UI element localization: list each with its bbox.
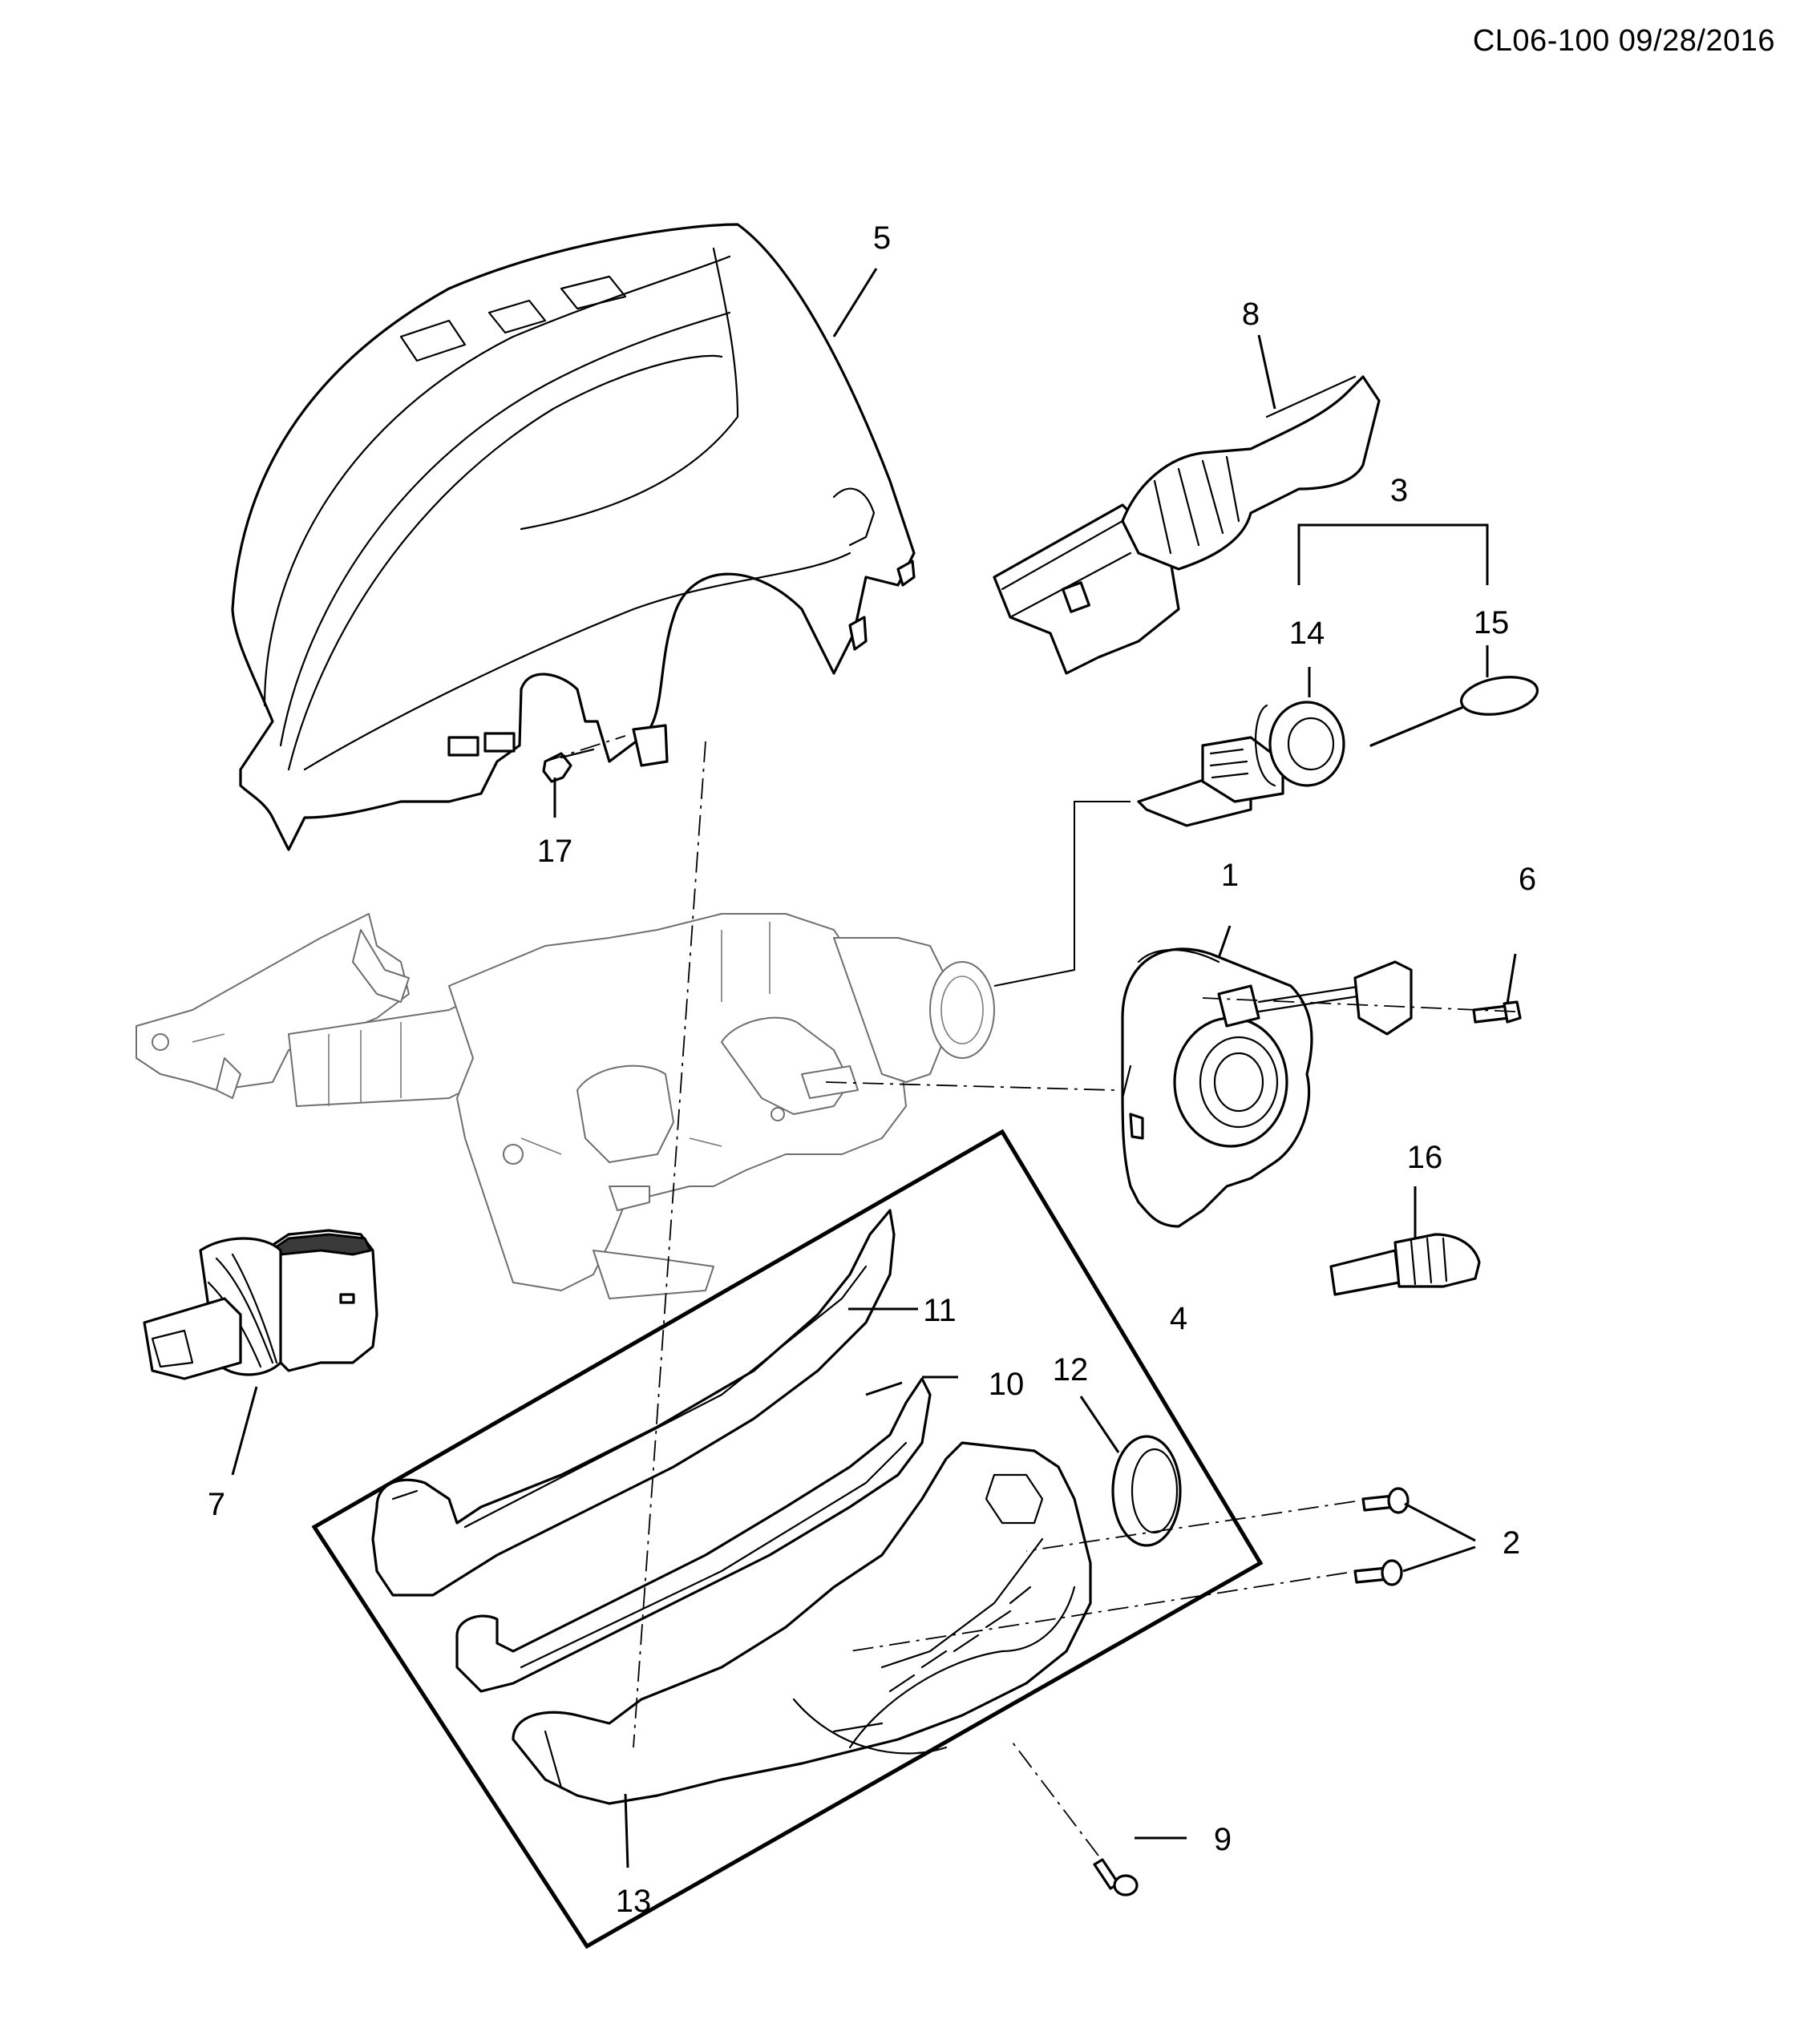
callout-5: 5 xyxy=(873,220,891,256)
callout-4: 4 xyxy=(1170,1301,1187,1336)
diagram-code-label: CL06-100 09/28/2016 xyxy=(1472,24,1775,58)
part-9-screw[interactable] xyxy=(1093,1858,1139,1897)
callout-8: 8 xyxy=(1242,297,1260,332)
callout-9: 9 xyxy=(1214,1822,1232,1857)
part-13-lower-cover[interactable] xyxy=(512,1441,1092,1805)
part-10-trim-strip[interactable] xyxy=(455,1377,932,1693)
part-4-kit-frame xyxy=(311,1129,1264,1949)
part-14-lock-cylinder[interactable] xyxy=(1137,701,1345,827)
part-11-trim-strip[interactable] xyxy=(371,1209,896,1597)
part-1-clock-spring[interactable] xyxy=(1121,947,1413,1228)
callout-2: 2 xyxy=(1503,1525,1520,1561)
part-16-connector[interactable] xyxy=(1329,1233,1481,1296)
callout-6: 6 xyxy=(1519,862,1536,897)
part-12-ring[interactable] xyxy=(1111,1435,1182,1547)
callout-labels: 5 8 3 14 15 17 1 6 16 11 4 12 10 7 2 9 1… xyxy=(208,220,1536,1919)
callout-11: 11 xyxy=(923,1293,957,1328)
part-5-upper-cover[interactable] xyxy=(231,223,916,851)
leader-lines xyxy=(231,268,1517,1868)
callout-17: 17 xyxy=(537,834,573,869)
callout-16: 16 xyxy=(1407,1140,1443,1175)
callout-10: 10 xyxy=(989,1367,1025,1402)
callout-12: 12 xyxy=(1053,1352,1089,1388)
part-15-key[interactable] xyxy=(1369,672,1540,747)
callout-3: 3 xyxy=(1390,473,1408,508)
callout-13: 13 xyxy=(616,1884,652,1919)
part-2-screws[interactable] xyxy=(1353,1487,1410,1586)
part-7-multifunction-switch[interactable] xyxy=(143,1229,378,1380)
callout-14: 14 xyxy=(1289,616,1325,651)
callout-15: 15 xyxy=(1474,605,1510,640)
callout-7: 7 xyxy=(208,1487,225,1522)
callout-1: 1 xyxy=(1221,858,1239,893)
assembly-lines xyxy=(544,735,1516,1856)
part-8-switch-lever[interactable] xyxy=(993,375,1381,675)
part-17-clip[interactable] xyxy=(542,748,595,783)
steering-column-assembly xyxy=(136,913,995,1299)
